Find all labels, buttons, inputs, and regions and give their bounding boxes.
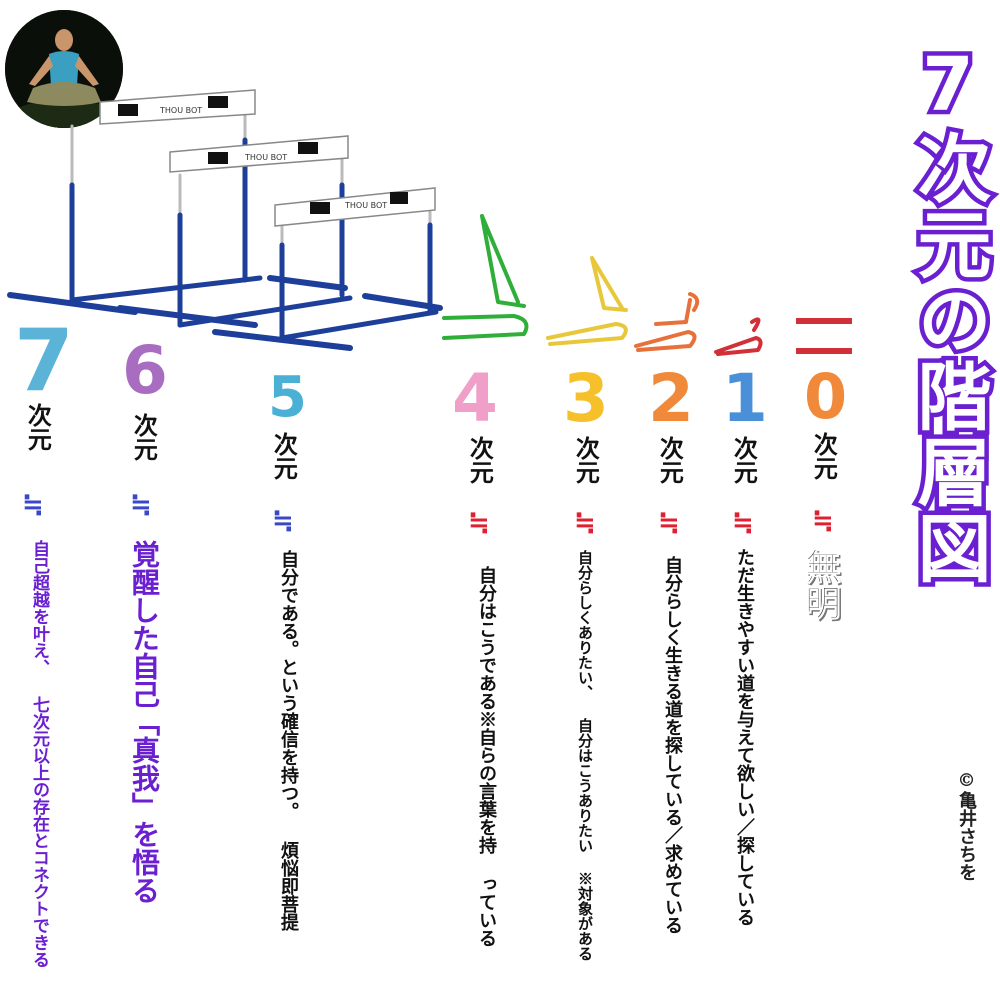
level-0-dimension-label: 次元 [809,432,839,480]
level-2-approx-symbol: ≒ [658,508,680,538]
hurdle-brand-3: THOU BOT [344,201,387,210]
level-5-dimension-label: 次元 [269,432,299,480]
level-1-number: 1 [722,360,768,437]
level-3-approx-symbol: ≒ [574,508,596,538]
hurdle-brand-2: THOU BOT [244,153,287,162]
level-4-description: 自分はこうである※自らの言葉を持 っている [476,566,497,947]
level-0-description: 無明 [799,548,842,621]
hurdle-brand-1: THOU BOT [159,106,202,115]
level-4-dimension-label: 次元 [465,436,495,484]
level-7-dimension-label: 次元 [23,403,53,451]
level-1-description: ただ生きやすい道を与えて欲しい／探している [734,548,755,926]
level-7-number: 7 [14,311,74,411]
level-7-approx-symbol: ≒ [22,490,44,520]
level-2-dimension-label: 次元 [655,436,685,484]
level-2-number: 2 [648,360,694,437]
level-4-approx-symbol: ≒ [468,508,490,538]
level-5-description: 自分である。という確信を持つ。 煩悩即菩提 [278,550,299,931]
hurdles-graphic: THOU BOT THOU BOT THOU BOT [7,89,443,351]
level-5-approx-symbol: ≒ [272,506,294,536]
level-3-dimension-label: 次元 [571,436,601,484]
copyright-text: ©亀井さちを [956,770,977,881]
level-1-dimension-label: 次元 [729,436,759,484]
level-4-number: 4 [452,360,498,437]
level-0-approx-symbol: ≒ [812,506,834,536]
level-7-description: 自己超越を叶え、 七次元以上の存在とコネクトできる [29,540,49,968]
level-2-description: 自分らしく生きる道を探している／求めている [662,556,683,934]
level-1-approx-symbol: ≒ [732,508,754,538]
low-hurdles-graphic [442,214,852,356]
level-3-description: 自分らしくありたい、 自分はこうありたい ※対象がある [576,550,594,961]
level-6-approx-symbol: ≒ [130,490,152,520]
level-0-number: 0 [804,360,848,433]
avatar-photo [5,10,123,128]
page-title: 7次元の階層図 [901,38,996,591]
meditating-person-icon [5,10,123,128]
level-5-number: 5 [268,365,307,430]
level-6-dimension-label: 次元 [129,413,159,461]
level-6-description: 覚醒した自己「真我」を悟る [128,540,161,904]
level-3-number: 3 [563,360,609,437]
level-6-number: 6 [122,332,168,409]
